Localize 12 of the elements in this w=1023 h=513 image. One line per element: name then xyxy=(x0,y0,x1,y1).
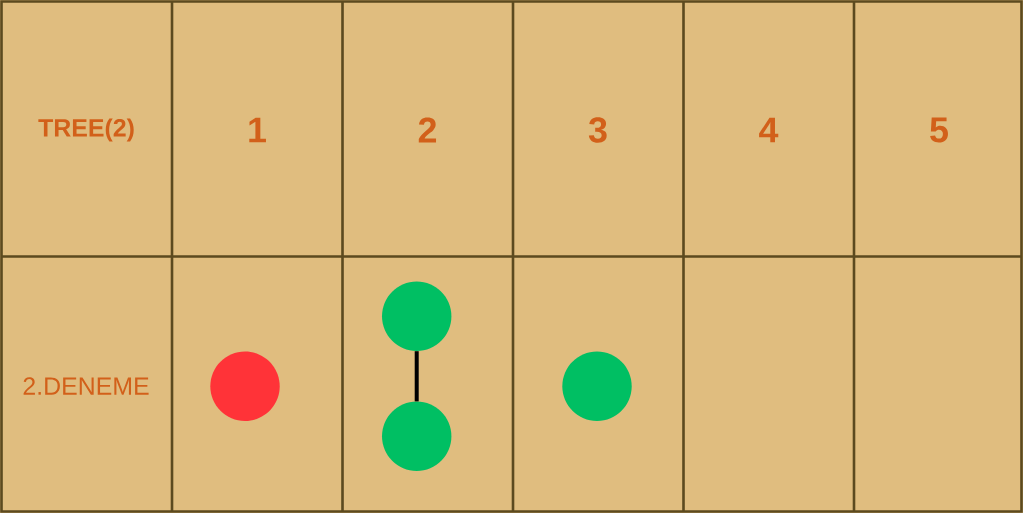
filled-circle xyxy=(210,351,280,421)
filled-circle xyxy=(382,281,452,351)
column-header: 5 xyxy=(930,117,948,143)
column-header: 2 xyxy=(418,117,437,143)
filled-circle xyxy=(382,401,452,471)
connector-line xyxy=(414,351,419,402)
row-header: 2.DENEME xyxy=(23,377,149,395)
table-header: TREE(2) xyxy=(38,118,134,142)
column-header: 3 xyxy=(588,117,607,143)
column-header: 4 xyxy=(759,117,779,143)
filled-circle xyxy=(562,351,632,421)
column-header: 1 xyxy=(249,117,266,143)
